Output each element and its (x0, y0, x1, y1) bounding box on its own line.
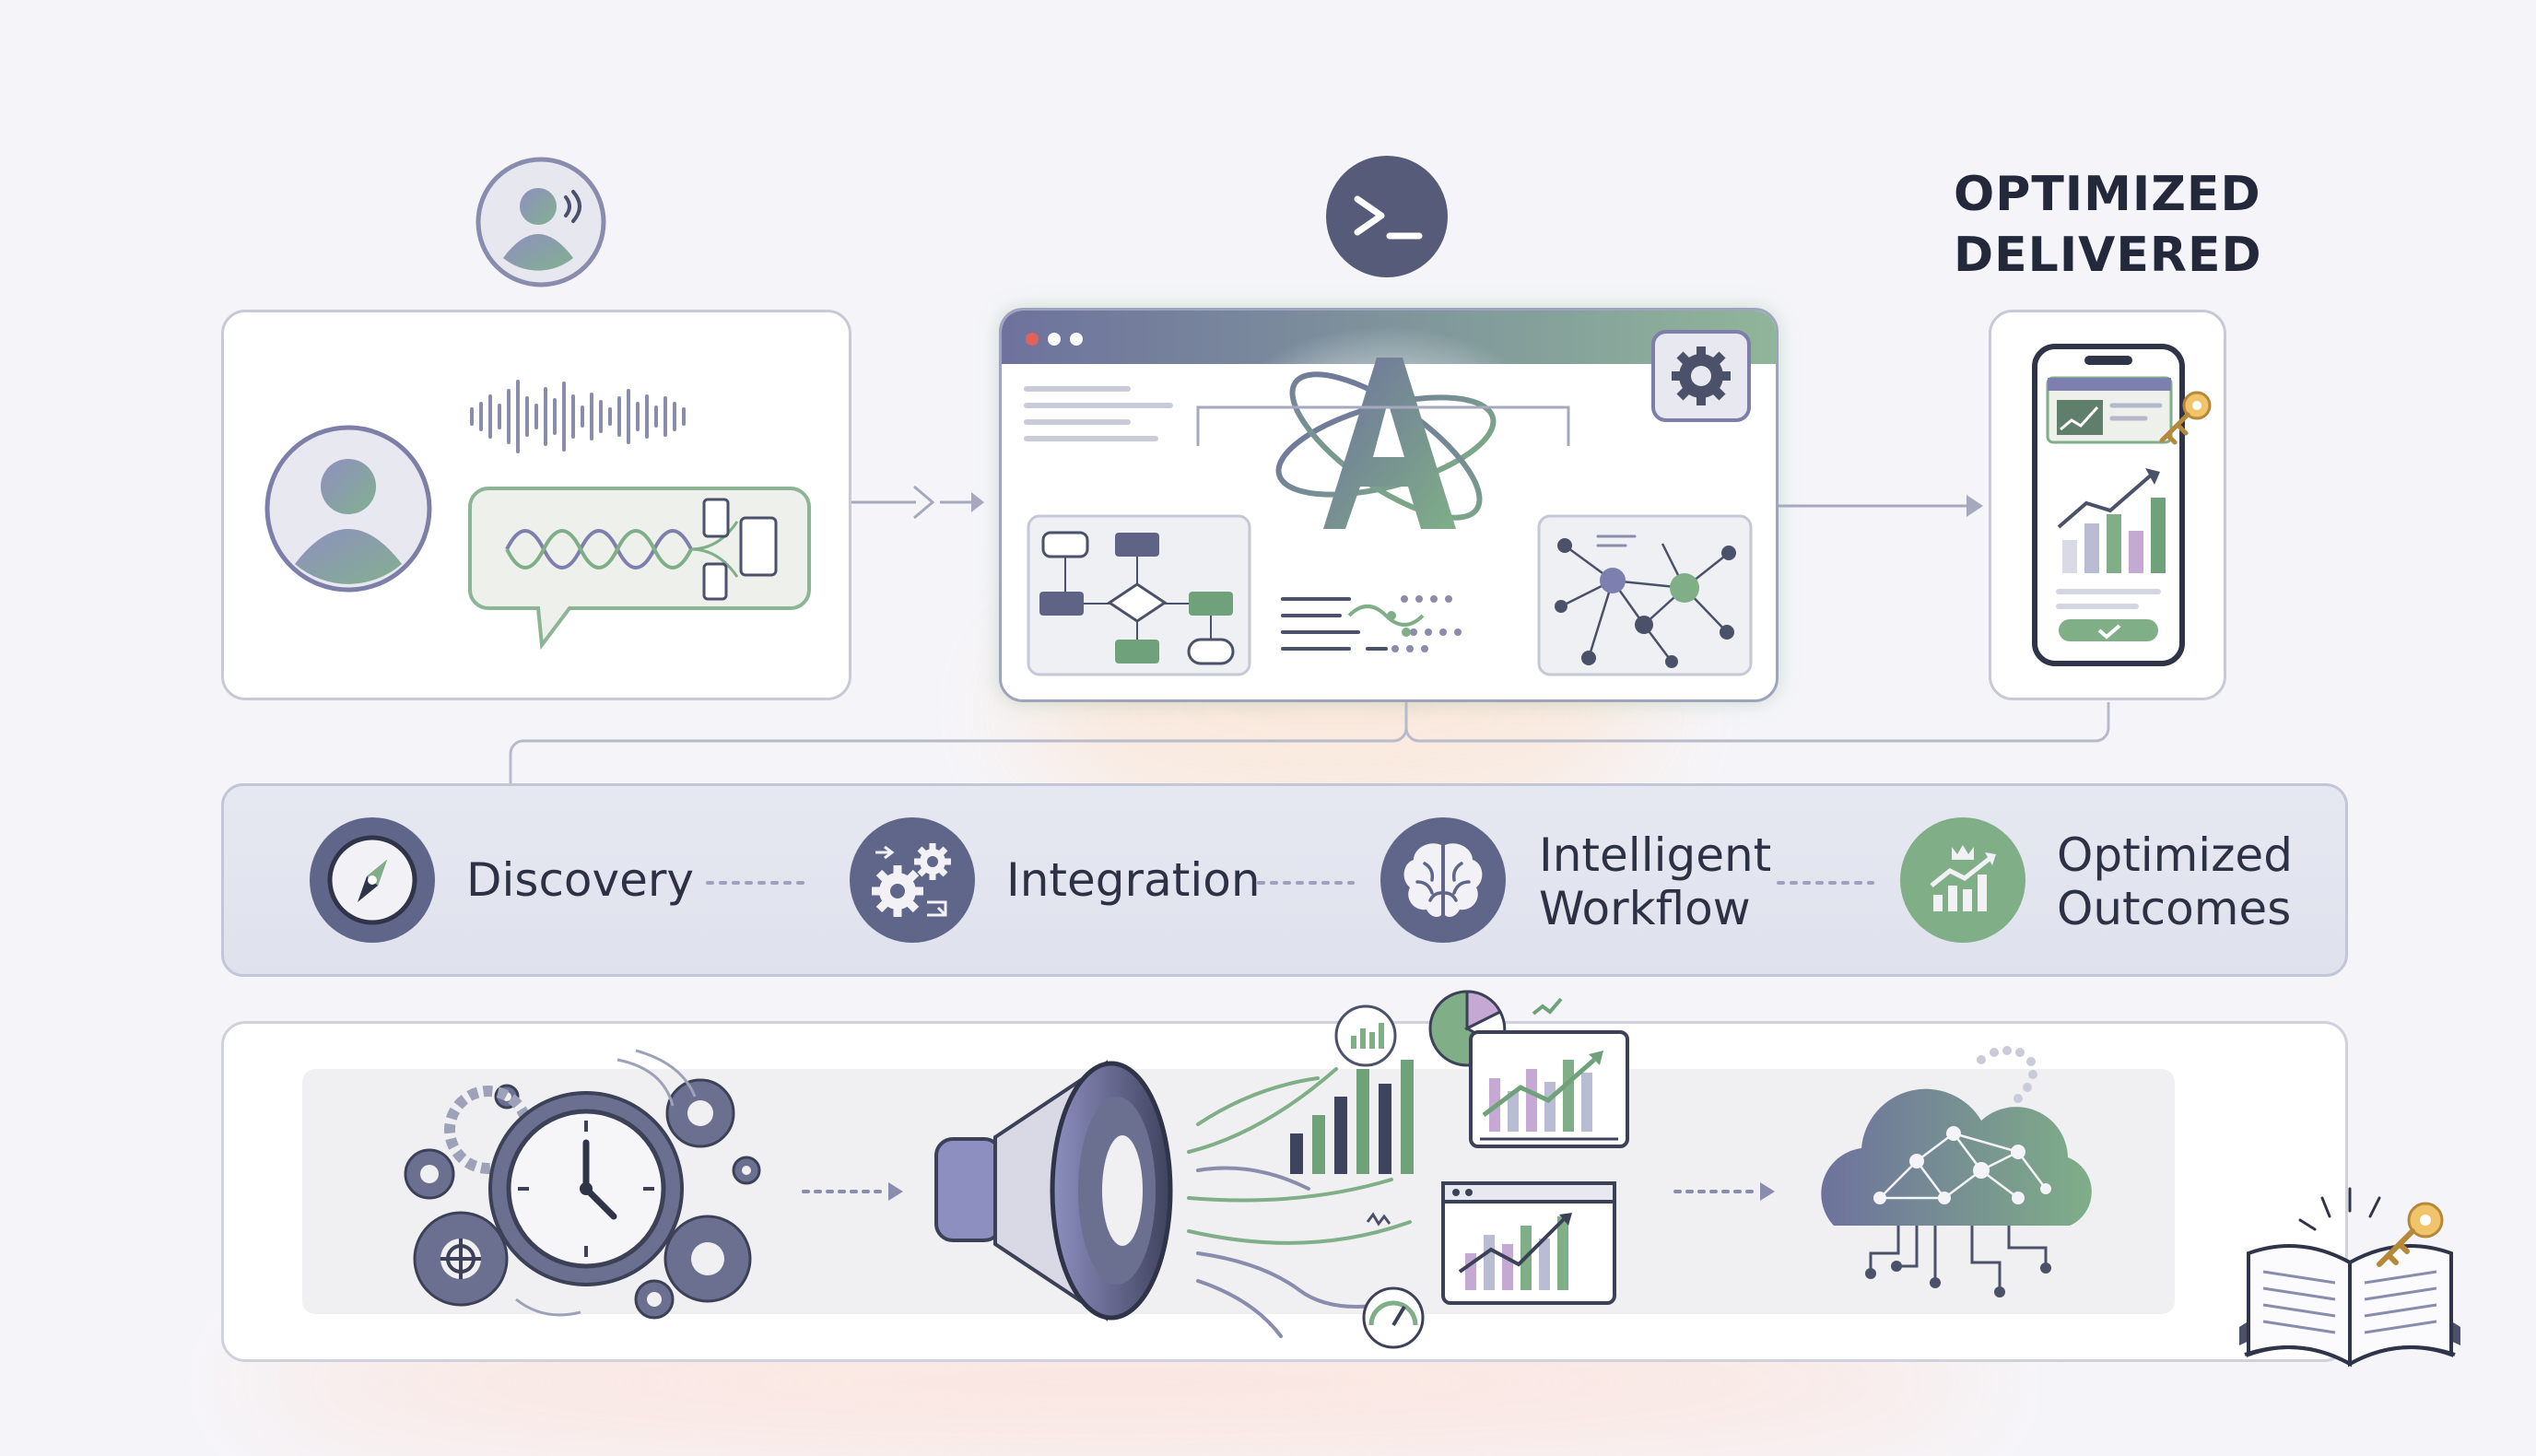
cloud-network-icon (1821, 1046, 2092, 1297)
line-chart-window (1469, 1030, 1629, 1148)
gears-icon (850, 817, 975, 943)
clock-gears-icon (404, 1049, 761, 1320)
step-label-integration: Integration (1006, 853, 1261, 907)
brain-icon (1380, 817, 1506, 943)
compass-icon (310, 817, 435, 943)
growth-chart-icon (1900, 817, 2025, 943)
settings-gear-icon (1651, 330, 1751, 422)
connector-lines (509, 702, 2110, 785)
dotted-connector (706, 881, 813, 885)
dotted-connector (1777, 881, 1874, 885)
dotted-connector (1257, 881, 1355, 885)
step-label-discovery: Discovery (466, 853, 695, 907)
window-minimize-dot (1048, 333, 1061, 346)
flowchart-panel (1027, 514, 1251, 676)
window-close-dot (1026, 333, 1039, 346)
text-lines (1024, 386, 1173, 441)
network-graph-panel (1537, 514, 1753, 676)
growth-bars (2057, 468, 2166, 573)
dotted-arrow (802, 1182, 903, 1201)
terminal-icon (1326, 156, 1448, 277)
key-icon (2377, 1202, 2444, 1267)
dashboard-window (1441, 1181, 1616, 1305)
bar-chart-graphic (1290, 1060, 1414, 1174)
key-icon (2159, 391, 2212, 445)
page-title: OPTIMIZED DELIVERED (1954, 164, 2262, 286)
open-book-key-icon (2239, 1187, 2460, 1368)
speech-bubble-icon (468, 487, 811, 651)
platform-window-illustration (1024, 326, 1753, 676)
flow-arrow (1779, 495, 1983, 517)
user-avatar-icon (264, 425, 432, 593)
megaphone-icon (934, 990, 1629, 1349)
flow-arrow (851, 485, 984, 520)
mobile-dashboard-icon (2032, 344, 2212, 666)
dotted-arrow (1673, 1182, 1775, 1201)
title-line-2: DELIVERED (1954, 228, 2262, 283)
step-label-intelligent-workflow: Intelligent Workflow (1539, 828, 1772, 935)
window-maximize-dot (1070, 333, 1083, 346)
gauge-icon (1362, 1286, 1425, 1349)
sound-wave-icon (470, 380, 686, 453)
voice-user-icon (476, 157, 606, 288)
step-label-optimized-outcomes: Optimized Outcomes (2057, 828, 2293, 935)
title-line-1: OPTIMIZED (1954, 167, 2261, 222)
voice-input-illustration (264, 380, 811, 651)
data-streams (1281, 595, 1462, 652)
